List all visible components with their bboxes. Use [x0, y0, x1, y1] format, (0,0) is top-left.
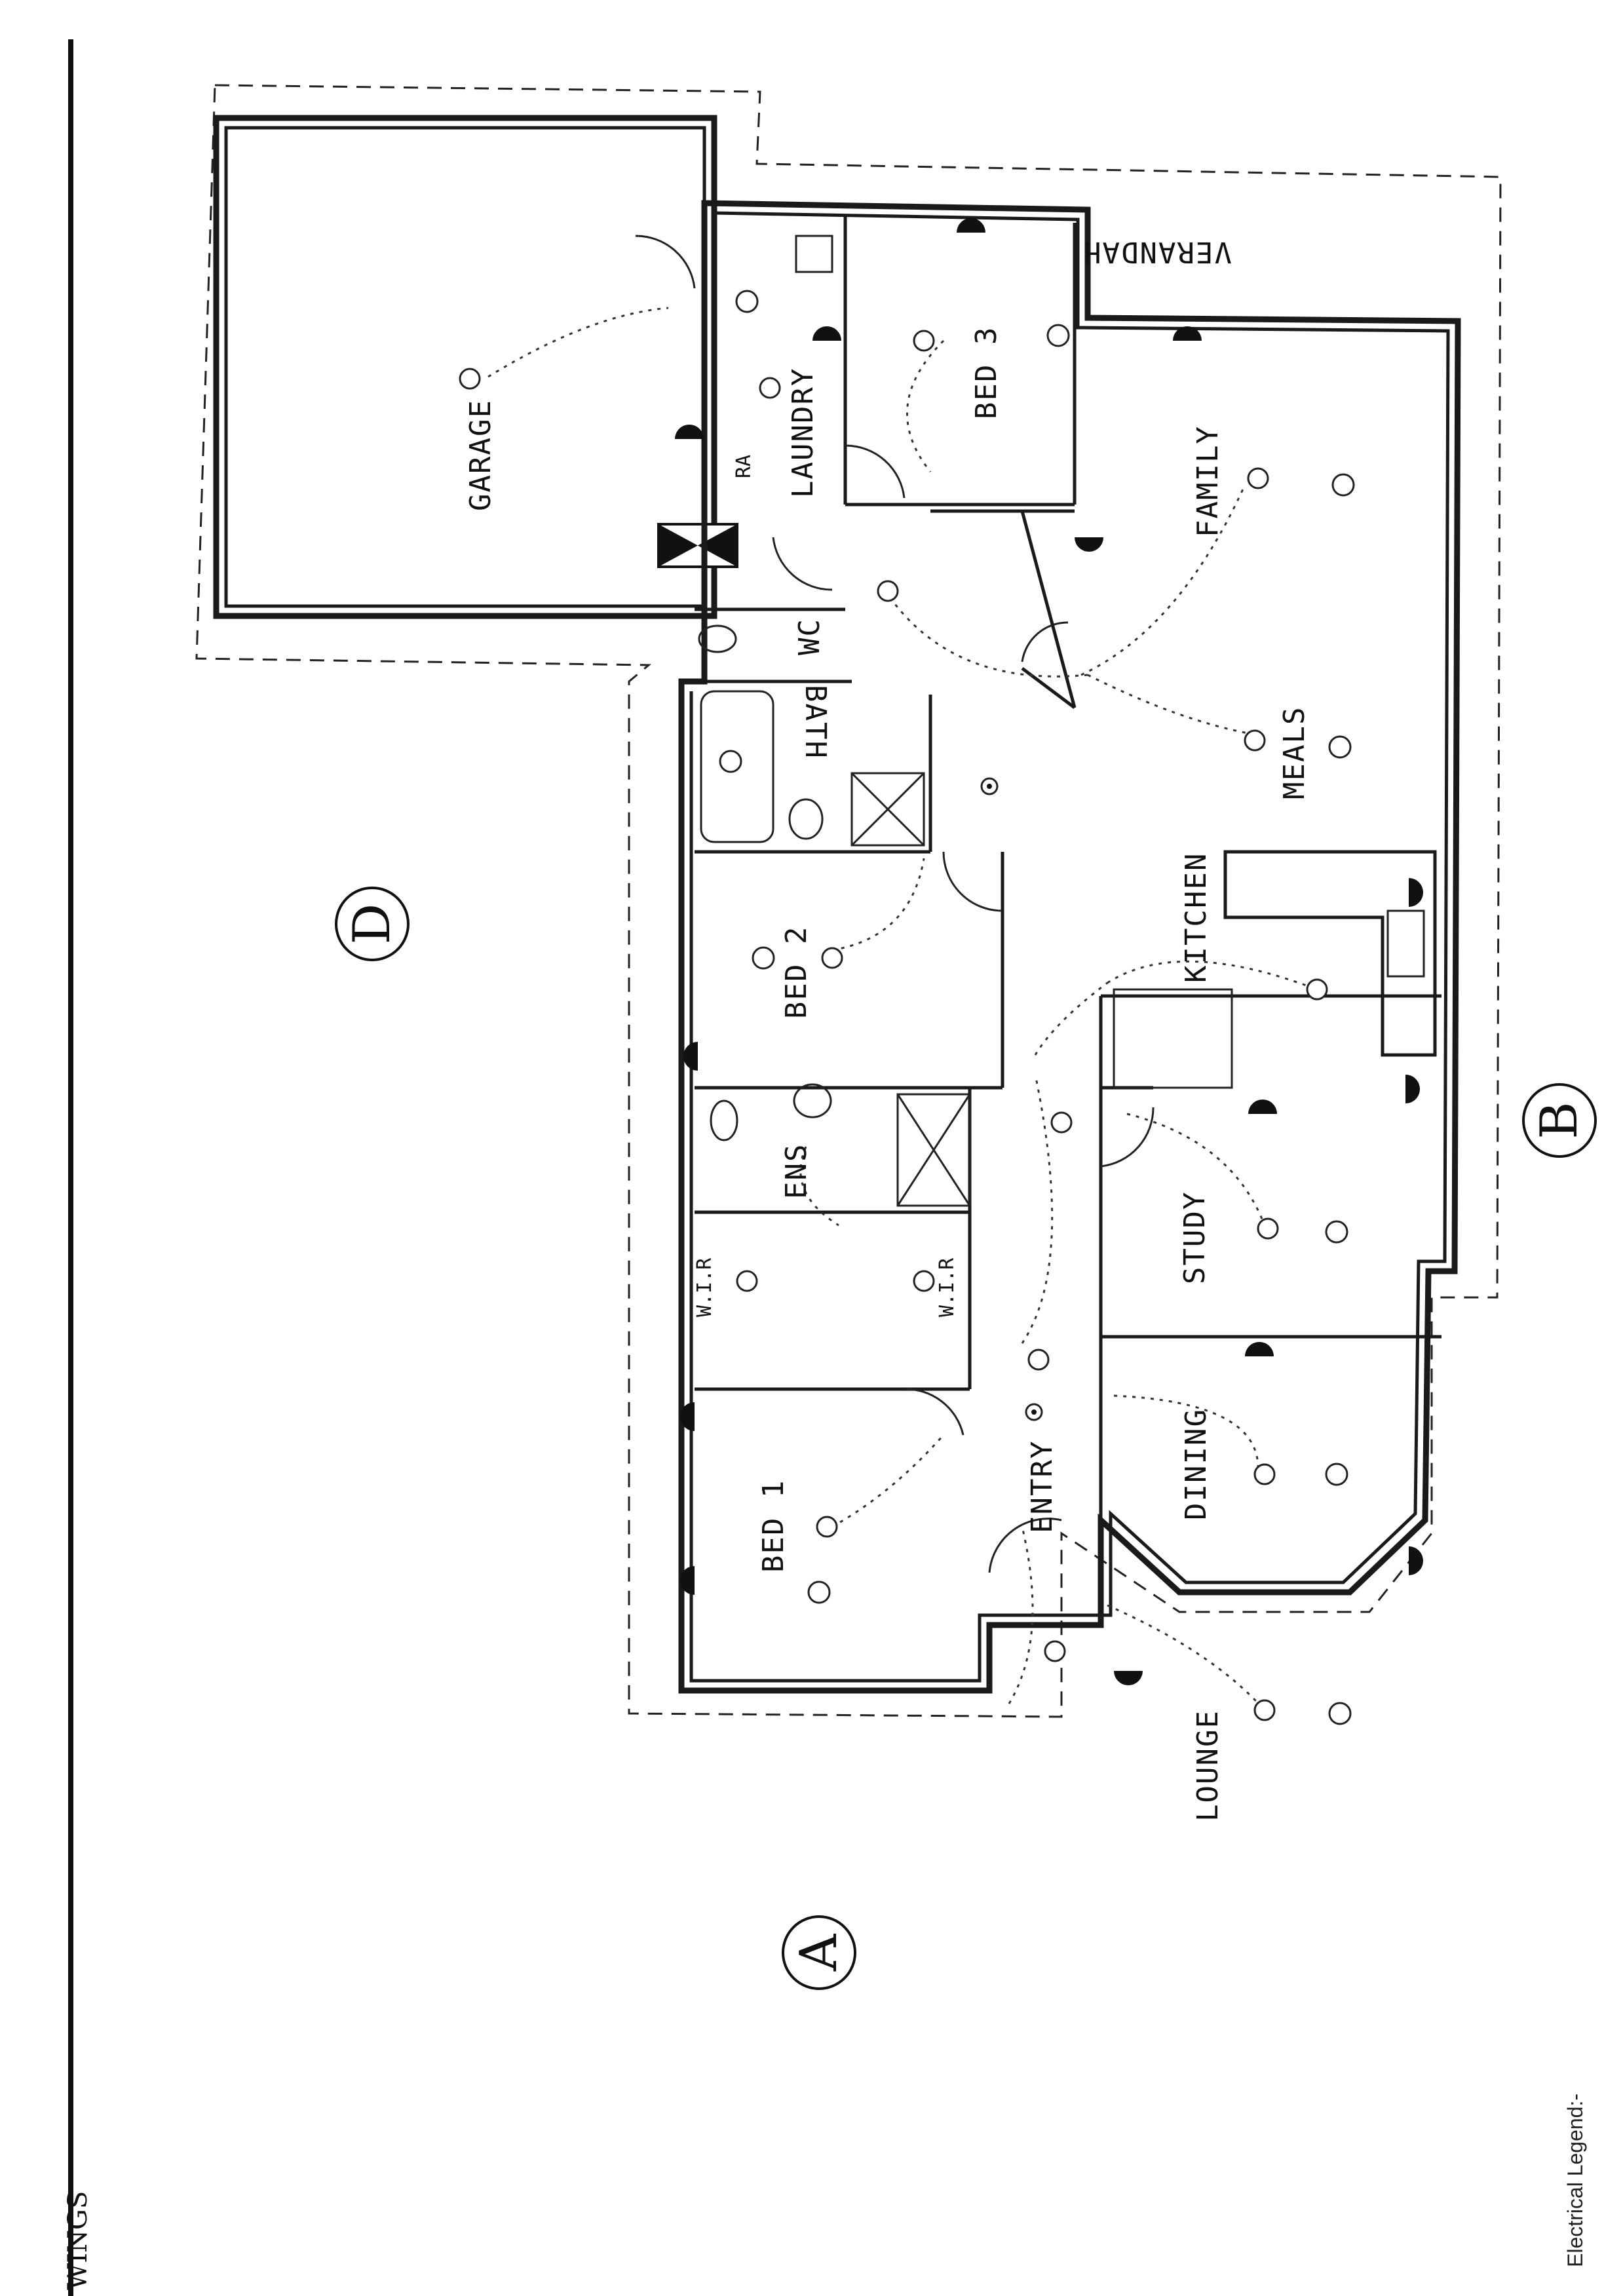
bath-shower [850, 772, 925, 847]
kitchen-bench [1223, 850, 1437, 1057]
ens-shower [896, 1093, 971, 1207]
label-ens: ENS [780, 1143, 813, 1199]
garage-door-bowtie [659, 524, 737, 567]
kitchen-sink [1386, 909, 1425, 978]
label-entry: ENTRY [1025, 1440, 1059, 1533]
svg-text:A: A [790, 1933, 849, 1972]
elevation-marker-d: D [335, 887, 410, 961]
house-inner-walls [689, 211, 1450, 1683]
svg-text:D: D [343, 904, 402, 945]
label-bed1: BED 1 [757, 1480, 790, 1573]
laundry-trough [795, 235, 833, 273]
label-verandah: VERANDAH [1082, 235, 1232, 269]
label-laundry: LAUNDRY [786, 368, 820, 498]
legend-title: Electrical Legend:- [1563, 2094, 1587, 2267]
label-bed2: BED 2 [780, 926, 813, 1019]
wc-toilet [698, 624, 737, 653]
label-lounge: LOUNGE [1191, 1710, 1225, 1822]
ens-toilet [710, 1100, 738, 1141]
ceiling-lights [459, 330, 1328, 1721]
label-garage: GARAGE [464, 399, 497, 511]
garage-inner-wall [224, 126, 706, 608]
bath-basin [788, 798, 824, 840]
ens-basin [793, 1083, 832, 1119]
elevation-marker-b: B [1522, 1083, 1597, 1158]
label-family: FAMILY [1191, 425, 1225, 537]
door-swings [635, 235, 1155, 1573]
electrical-wiring [487, 307, 1318, 1711]
svg-text:B: B [1530, 1101, 1589, 1139]
label-dining: DINING [1179, 1408, 1213, 1520]
garage-walls [213, 115, 717, 619]
label-bed3: BED 3 [970, 326, 1003, 419]
label-wir-left: W.I.R [693, 1257, 716, 1317]
label-meals: MEALS [1278, 706, 1311, 799]
label-kitchen: KITCHEN [1179, 852, 1213, 983]
power-points [675, 218, 1423, 1685]
label-wc: WC [793, 618, 826, 655]
exhaust-fans [719, 290, 1355, 1725]
kitchen-island [1113, 988, 1233, 1089]
house-outer-walls [678, 200, 1461, 1694]
label-ra: RA [733, 455, 755, 478]
edge-text: WINGS [63, 2191, 93, 2290]
elevation-marker-a: A [782, 1915, 856, 1990]
interior-walls [695, 216, 1442, 1625]
label-study: STUDY [1178, 1191, 1212, 1284]
bathtub [700, 690, 774, 843]
label-wir-right: W.I.R [936, 1257, 959, 1317]
label-bath: BATH [799, 685, 832, 759]
roof-outline [195, 84, 1502, 1718]
